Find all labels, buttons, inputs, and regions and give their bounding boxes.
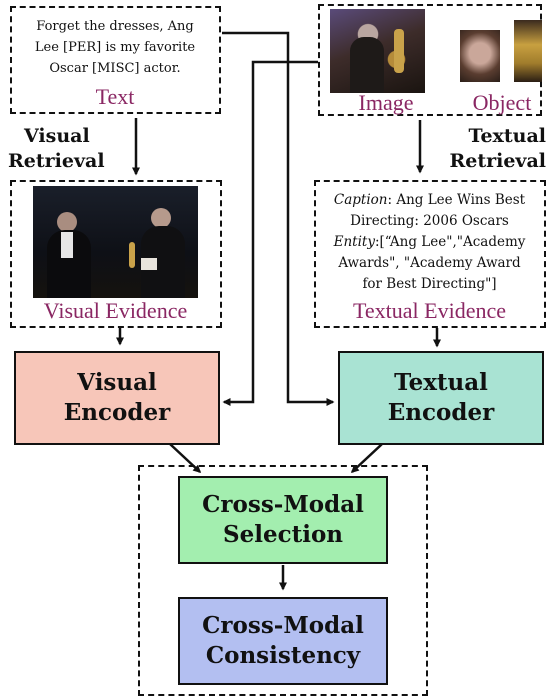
input-image-box: Image Object xyxy=(318,4,542,116)
visual-encoder-line: Encoder xyxy=(63,399,171,426)
cross-modal-consistency-line: Consistency xyxy=(205,642,361,669)
visual-retrieval-label: Visual Retrieval xyxy=(8,124,128,174)
caption-text: : Ang Lee Wins Best xyxy=(387,192,526,208)
input-image-photo xyxy=(330,9,425,93)
entity-text: :[“Ang Lee","Academy xyxy=(374,234,526,250)
textual-encoder-line: Encoder xyxy=(387,399,495,426)
input-text-line: Oscar [MISC] actor. xyxy=(49,61,181,76)
object-crop-face xyxy=(460,30,500,82)
textual-retrieval-line: Retrieval xyxy=(449,150,546,172)
textual-evidence-label: Textual Evidence xyxy=(352,298,506,323)
text-label: Text xyxy=(95,84,135,109)
entity-text: for Best Directing"] xyxy=(362,276,497,292)
visual-retrieval-line: Visual xyxy=(24,125,90,147)
textual-encoder-line: Textual xyxy=(394,369,488,396)
textual-evidence-box: Caption: Ang Lee Wins Best Directing: 20… xyxy=(314,180,546,328)
visual-retrieval-line: Retrieval xyxy=(8,150,105,172)
visual-encoder-box: Visual Encoder xyxy=(14,351,220,445)
image-label: Image xyxy=(358,90,414,115)
visual-encoder-line: Visual xyxy=(77,369,157,396)
cross-modal-group-box xyxy=(138,465,428,696)
visual-evidence-photo xyxy=(33,186,198,298)
cross-modal-selection-line: Cross-Modal xyxy=(202,491,364,518)
cross-modal-consistency-box: Cross-Modal Consistency xyxy=(178,597,388,685)
object-crop-statue xyxy=(514,20,542,82)
entity-text: Awards", "Academy Award xyxy=(338,255,521,271)
textual-retrieval-line: Textual xyxy=(468,125,547,147)
cross-modal-selection-line: Selection xyxy=(222,521,344,548)
textual-retrieval-label: Textual Retrieval xyxy=(430,124,546,174)
object-label: Object xyxy=(472,90,532,115)
visual-evidence-label: Visual Evidence xyxy=(43,298,188,323)
input-text-box: Forget the dresses, Ang Lee [PER] is my … xyxy=(10,6,221,114)
textual-encoder-box: Textual Encoder xyxy=(338,351,544,445)
caption-text: Directing: 2006 Oscars xyxy=(350,213,509,229)
cross-modal-consistency-line: Cross-Modal xyxy=(202,612,364,639)
cross-modal-selection-box: Cross-Modal Selection xyxy=(178,476,388,564)
caption-key: Caption xyxy=(333,192,388,208)
input-text-line: Forget the dresses, Ang xyxy=(36,19,194,34)
entity-key: Entity xyxy=(333,234,375,250)
input-text-line: Lee [PER] is my favorite xyxy=(34,40,196,55)
visual-evidence-box: Visual Evidence xyxy=(10,180,222,328)
